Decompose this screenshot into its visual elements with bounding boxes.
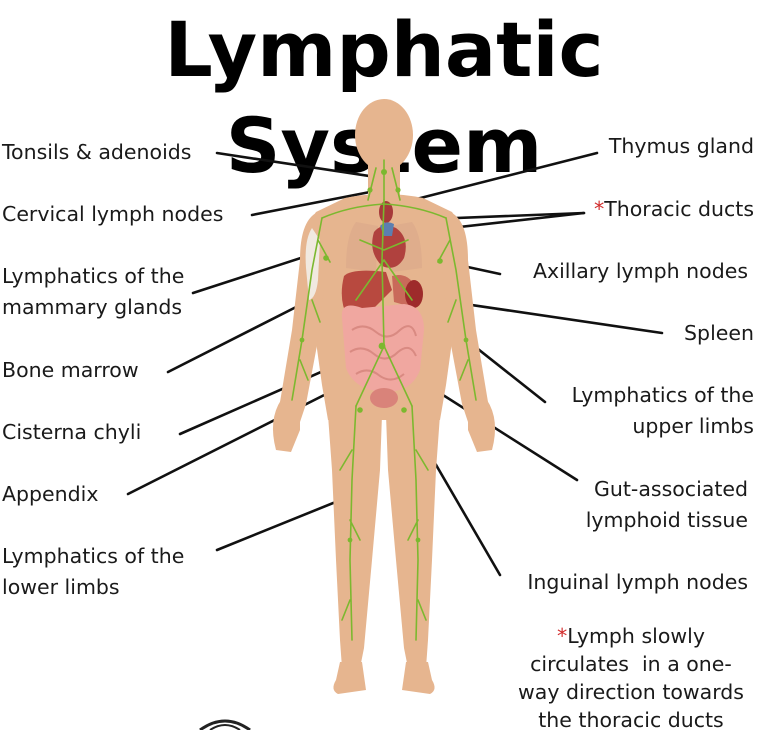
left-leg <box>328 415 382 668</box>
intestine-folds <box>349 325 417 381</box>
lymph-thoracic-duct <box>381 199 385 347</box>
lymphatic-vessels <box>291 159 477 641</box>
logo-mark <box>199 719 251 730</box>
right-arm <box>442 212 488 434</box>
node-inguinal-right <box>401 407 407 413</box>
label-lower-limbs-line2: lower limbs <box>2 575 120 599</box>
thymus <box>379 201 393 223</box>
label-upper-limbs-line2: upper limbs <box>632 414 754 438</box>
label-inguinal-lymph-nodes: Inguinal lymph nodes <box>527 570 748 594</box>
label-lower-limbs-line1: Lymphatics of the <box>2 544 185 568</box>
label-spleen: Spleen <box>684 321 754 345</box>
logo-mark-inner <box>209 724 241 730</box>
label-thoracic-ducts: *Thoracic ducts <box>594 194 754 225</box>
footnote-line4: the thoracic ducts <box>538 708 724 732</box>
footnote-line1-text: Lymph slowly <box>567 624 705 648</box>
leader-line-tonsils <box>215 151 384 180</box>
leader-line-lower-limbs <box>215 495 350 552</box>
label-bone-marrow: Bone marrow <box>2 358 139 382</box>
node-tonsil <box>381 169 387 175</box>
lymph-shoulders <box>321 203 447 219</box>
leader-line-cervical <box>250 190 372 217</box>
label-thoracic-ducts-text: Thoracic ducts <box>604 197 754 221</box>
label-gut-associated-line1: Gut-associated <box>594 477 748 501</box>
leader-line-thymus <box>391 151 599 207</box>
footnote-line2: circulates in a one- <box>530 652 732 676</box>
node-cervical-left <box>367 187 373 193</box>
label-axillary-lymph-nodes: Axillary lymph nodes <box>532 259 748 283</box>
node-elbow-right <box>463 337 469 343</box>
label-upper-limbs-line1: Lymphatics of the <box>571 383 754 407</box>
leader-line-bone-marrow <box>166 300 308 374</box>
label-cisterna-chyli: Cisterna chyli <box>2 420 142 444</box>
lymph-right-leg <box>407 405 429 641</box>
node-axillary-right <box>437 258 443 264</box>
label-gut-associated-line2: lymphoid tissue <box>585 508 748 532</box>
footnote-line1: *Lymph slowly <box>500 622 762 650</box>
lymph-torso <box>355 239 413 407</box>
node-elbow-left <box>299 337 305 343</box>
lymph-right-arm <box>437 217 477 401</box>
lymph-left-leg <box>339 405 361 641</box>
right-hand <box>468 400 496 452</box>
label-appendix: Appendix <box>2 482 99 506</box>
node-knee-right <box>415 537 421 543</box>
lymph-nodes <box>299 169 469 543</box>
node-inguinal-left <box>357 407 363 413</box>
asterisk-marker: * <box>593 197 605 221</box>
left-foot <box>333 662 366 694</box>
footnote-asterisk: * <box>557 624 568 648</box>
label-thymus-gland: Thymus gland <box>608 134 754 158</box>
lymph-neck <box>367 159 401 201</box>
spleen <box>405 280 423 308</box>
lung-left <box>346 222 378 272</box>
head <box>355 99 413 171</box>
footnote: *Lymph slowly circulates in a one- way d… <box>500 622 762 734</box>
leader-lines <box>126 151 664 577</box>
node-cisterna <box>378 342 386 350</box>
footnote-line3: way direction towards <box>517 680 744 704</box>
right-foot <box>402 662 435 694</box>
left-hand <box>272 400 300 452</box>
right-leg <box>386 415 440 668</box>
bladder <box>370 388 398 408</box>
label-cervical-lymph-nodes: Cervical lymph nodes <box>2 202 224 226</box>
lymph-left-arm <box>291 217 331 401</box>
node-cervical-right <box>395 187 401 193</box>
leader-line-appendix <box>126 379 354 496</box>
heart <box>372 225 406 268</box>
label-tonsils: Tonsils & adenoids <box>2 140 192 164</box>
node-axillary-left <box>323 255 329 261</box>
label-mammary-line1: Lymphatics of the <box>2 264 185 288</box>
node-knee-left <box>347 537 353 543</box>
label-mammary-line2: mammary glands <box>2 295 183 319</box>
